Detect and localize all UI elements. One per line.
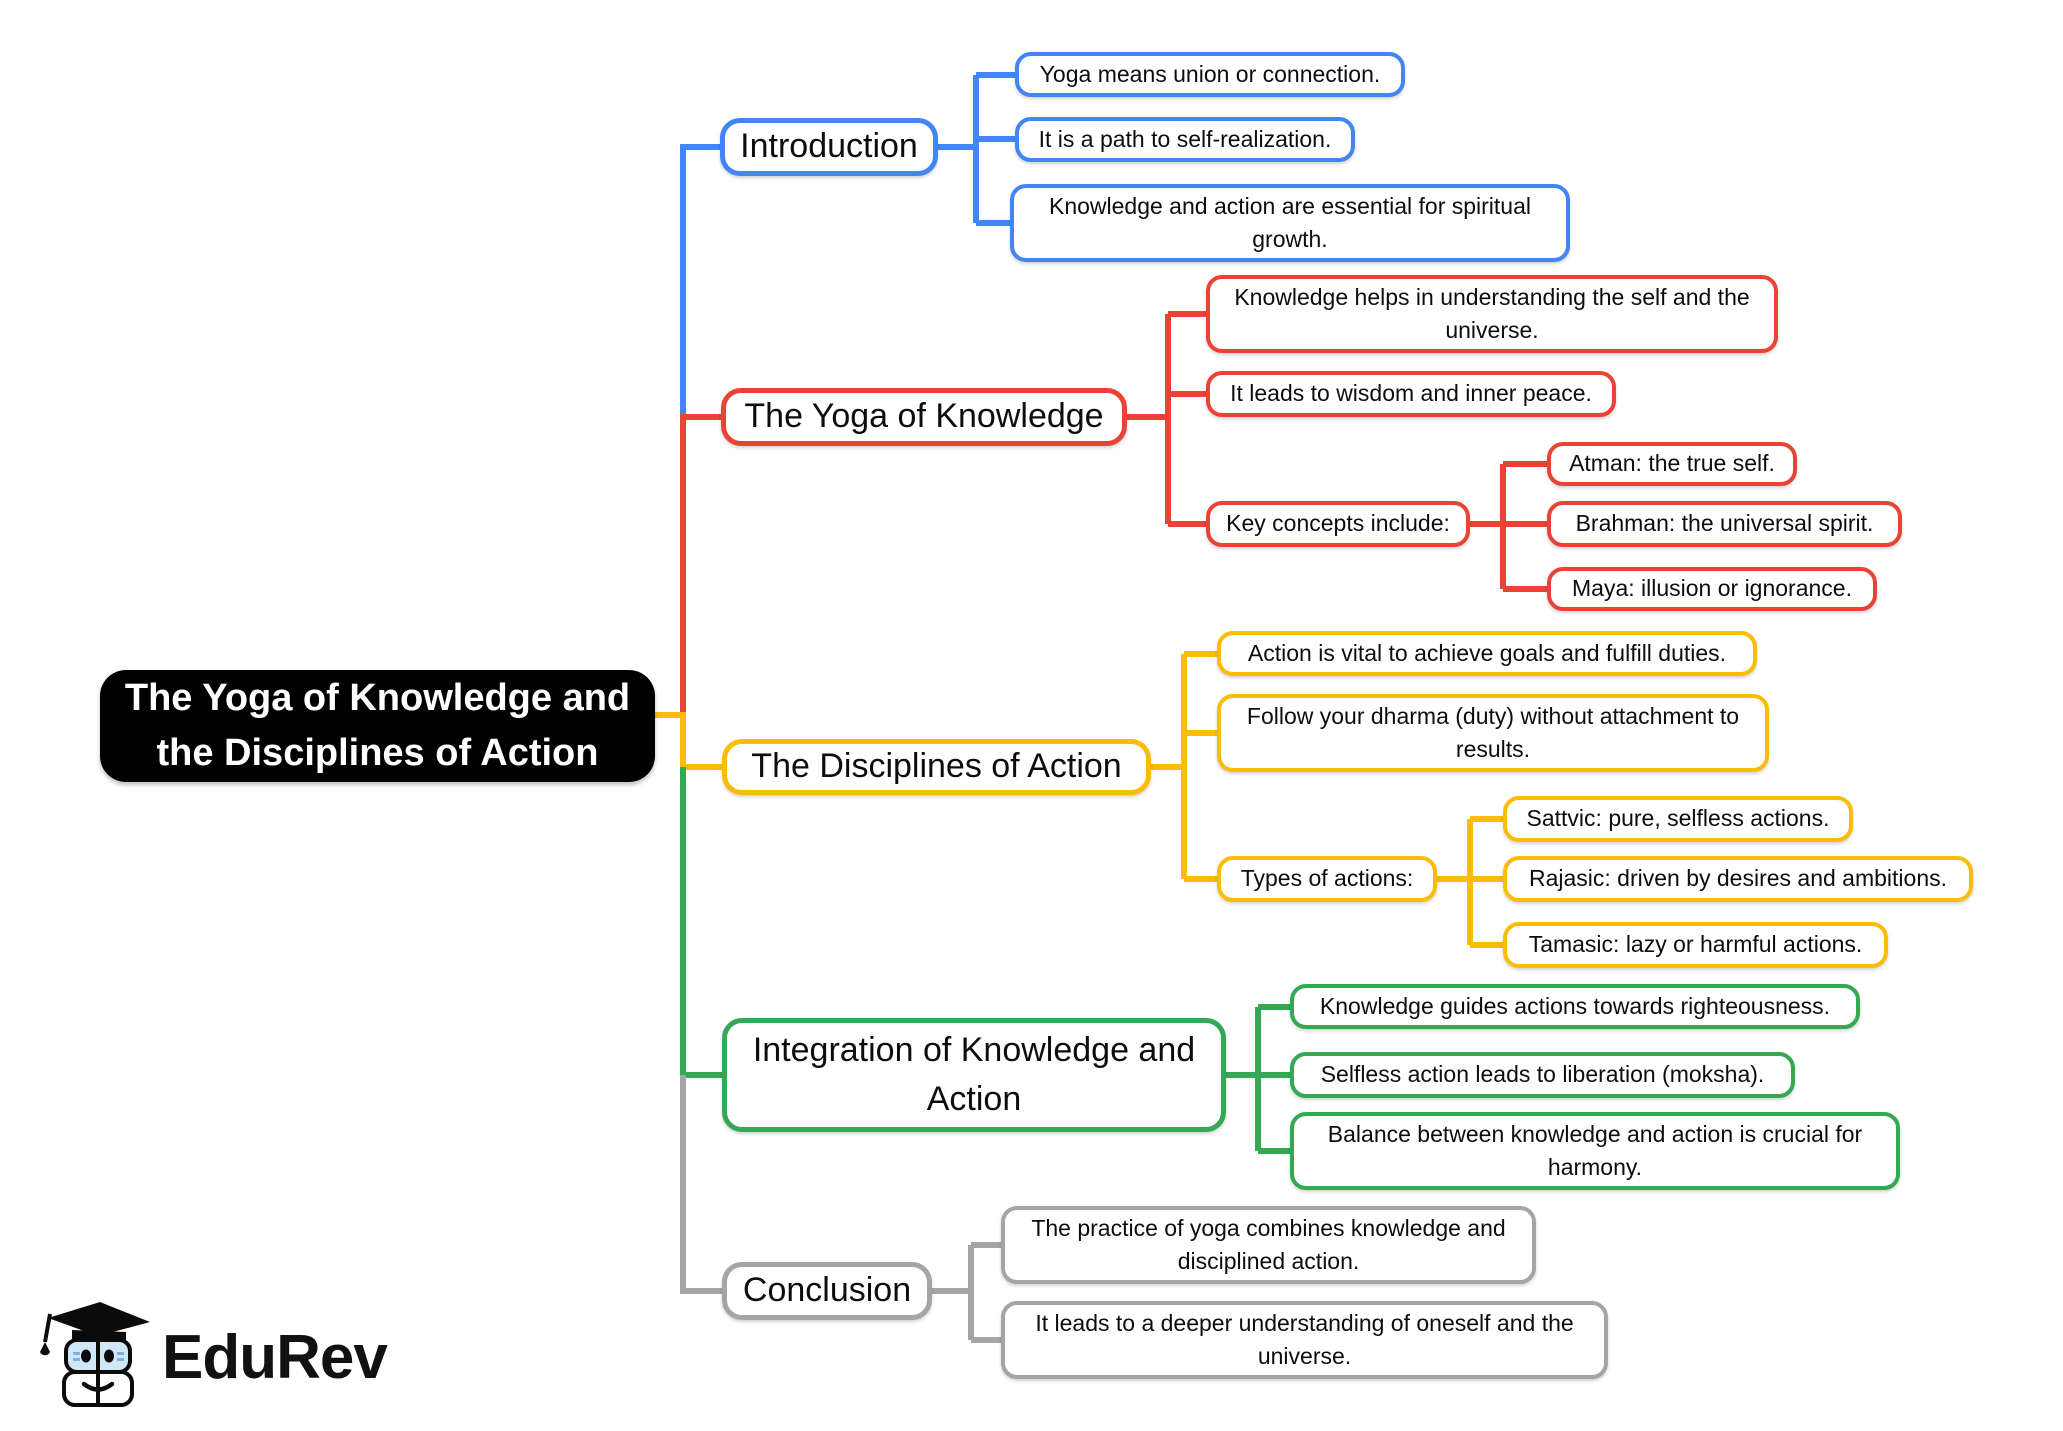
leaf-disciplines-sattvic: Sattvic: pure, selfless actions. xyxy=(1503,796,1853,842)
leaf-disciplines-rajasic: Rajasic: driven by desires and ambitions… xyxy=(1503,856,1973,902)
leaf-conclusion-1: The practice of yoga combines knowledge … xyxy=(1001,1206,1536,1284)
leaf-yoga-key-concepts: Key concepts include: xyxy=(1206,501,1470,547)
leaf-integration-2: Selfless action leads to liberation (mok… xyxy=(1290,1052,1795,1098)
node-integration: Integration of Knowledge and Action xyxy=(722,1018,1226,1132)
node-yoga-knowledge: The Yoga of Knowledge xyxy=(721,388,1127,446)
edurev-mascot-icon xyxy=(40,1302,150,1407)
leaf-introduction-1: Yoga means union or connection. xyxy=(1015,52,1405,97)
node-disciplines: The Disciplines of Action xyxy=(722,739,1151,795)
node-conclusion: Conclusion xyxy=(722,1262,932,1320)
leaf-disciplines-tamasic: Tamasic: lazy or harmful actions. xyxy=(1503,922,1888,968)
leaf-yoga-brahman: Brahman: the universal spirit. xyxy=(1547,501,1902,547)
leaf-disciplines-1: Action is vital to achieve goals and ful… xyxy=(1217,631,1757,676)
leaf-integration-1: Knowledge guides actions towards righteo… xyxy=(1290,984,1860,1029)
edurev-logo-text: EduRev xyxy=(162,1323,388,1392)
node-introduction: Introduction xyxy=(720,118,938,176)
root-node: The Yoga of Knowledge and the Discipline… xyxy=(100,670,655,782)
leaf-disciplines-types: Types of actions: xyxy=(1217,856,1437,902)
leaf-conclusion-2: It leads to a deeper understanding of on… xyxy=(1001,1301,1608,1379)
leaf-integration-3: Balance between knowledge and action is … xyxy=(1290,1112,1900,1190)
leaf-yoga-1: Knowledge helps in understanding the sel… xyxy=(1206,275,1778,353)
leaf-yoga-maya: Maya: illusion or ignorance. xyxy=(1547,567,1877,611)
leaf-yoga-atman: Atman: the true self. xyxy=(1547,442,1797,486)
leaf-introduction-2: It is a path to self-realization. xyxy=(1015,117,1355,162)
leaf-disciplines-2: Follow your dharma (duty) without attach… xyxy=(1217,694,1769,772)
leaf-introduction-3: Knowledge and action are essential for s… xyxy=(1010,184,1570,262)
leaf-yoga-2: It leads to wisdom and inner peace. xyxy=(1206,371,1616,417)
